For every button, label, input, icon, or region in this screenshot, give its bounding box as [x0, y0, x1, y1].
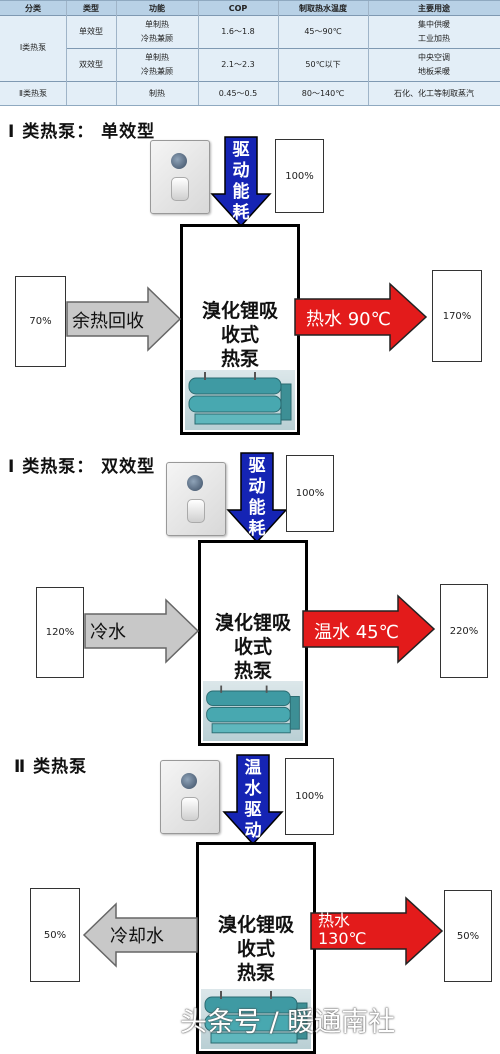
table-cell-type: 双效型 [79, 60, 103, 69]
table-header-cell: 制取热水温度 [299, 4, 347, 13]
output-arrow-icon [310, 896, 444, 966]
table-cell-use: 地板采暖 [418, 67, 450, 76]
output-arrow-icon [294, 282, 428, 352]
power-switch-icon [150, 140, 210, 214]
input-arrow-label: 余热回收 [72, 311, 144, 332]
input-percent-box: 120% [36, 587, 84, 678]
drive-arrow-icon [222, 754, 284, 846]
heat-pump-unit: 溴化锂吸 收式 热泵 [180, 224, 300, 435]
table-cell-function: 冷热兼顾 [141, 34, 173, 43]
section-heading: Ⅱ 类热泵 [14, 757, 88, 777]
drive-label: 驱动能耗 [232, 140, 250, 223]
absorption-chiller-image [185, 370, 295, 430]
heat-pump-unit: 溴化锂吸 收式 热泵 [198, 540, 308, 746]
table-cell-function: 单制热 [145, 20, 169, 29]
table-cell-cop: 1.6～1.8 [221, 27, 255, 36]
table-cell-type: 单效型 [79, 27, 103, 36]
table-cell-category: Ⅰ类热泵 [19, 43, 47, 52]
input-arrow-icon [84, 598, 200, 664]
section-heading: Ⅰ 类热泵： 双效型 [8, 457, 156, 477]
drive-percent-box: 100% [275, 139, 324, 213]
table-cell-use: 集中供暖 [418, 20, 450, 29]
table-header-cell: 主要用途 [418, 4, 450, 13]
absorption-chiller-image [201, 989, 311, 1049]
table-cell-function: 制热 [149, 89, 165, 98]
power-switch-icon [166, 462, 226, 536]
table-cell-temp: 45～90℃ [304, 27, 342, 36]
classification-table: 分类 类型 功能 COP 制取热水温度 主要用途 Ⅰ类热泵 单效型 单制热 冷热… [0, 0, 500, 106]
table-cell-temp: 80～140℃ [301, 89, 345, 98]
table-cell-function: 单制热 [145, 53, 169, 62]
table-header-cell: 类型 [83, 4, 99, 13]
output-percent-box: 170% [432, 270, 482, 362]
input-arrow-label: 冷水 [90, 622, 126, 643]
drive-label: 驱动能耗 [248, 456, 266, 539]
drive-percent-box: 100% [285, 758, 334, 835]
heat-pump-unit: 溴化锂吸 收式 热泵 [196, 842, 316, 1054]
input-arrow-icon [66, 286, 182, 352]
table-header-cell: COP [228, 4, 248, 13]
table-cell-function: 冷热兼顾 [141, 67, 173, 76]
drive-arrow-icon [210, 136, 272, 228]
drive-label: 温水驱动 [244, 758, 262, 841]
output-arrow-label: 热水 90℃ [306, 309, 391, 330]
table-cell-use: 石化、化工等制取蒸汽 [394, 89, 474, 98]
drive-percent-box: 100% [286, 455, 334, 532]
table-cell-cop: 2.1～2.3 [221, 60, 255, 69]
table-cell-use: 中央空调 [418, 53, 450, 62]
table-header-cell: 分类 [25, 4, 41, 13]
output-arrow-label: 温水 45℃ [314, 622, 399, 643]
table-cell-cop: 0.45～0.5 [218, 89, 258, 98]
drive-arrow-icon [226, 452, 288, 544]
table-cell-use: 工业加热 [418, 34, 450, 43]
output-percent-box: 220% [440, 584, 488, 678]
table-cell-temp: 50℃以下 [305, 60, 341, 69]
section-heading: Ⅰ 类热泵： 单效型 [8, 122, 156, 142]
power-switch-icon [160, 760, 220, 834]
cooling-arrow-label: 冷却水 [110, 926, 164, 947]
table-header-cell: 功能 [149, 4, 165, 13]
output-percent-box: 50% [444, 890, 492, 982]
input-percent-box: 50% [30, 888, 80, 982]
table-cell-category: Ⅱ类热泵 [19, 89, 47, 98]
absorption-chiller-image [203, 681, 303, 741]
watermark: 头条号 / 暖通南社 [180, 1007, 396, 1038]
output-arrow-icon [302, 594, 436, 664]
input-percent-box: 70% [15, 276, 66, 367]
table-header-row [0, 1, 500, 15]
output-cooling-arrow-icon [82, 902, 198, 968]
